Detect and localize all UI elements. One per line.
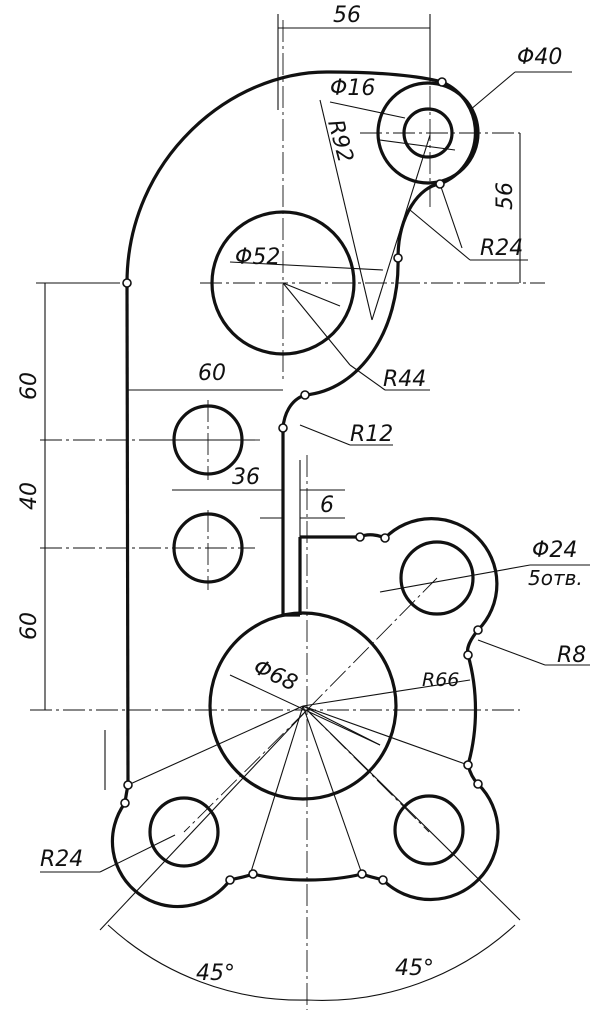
hole-phi40-outer xyxy=(376,81,480,185)
hole-phi52 xyxy=(210,210,356,356)
dim-phi68: Φ68 xyxy=(249,655,301,697)
dim-36: 36 xyxy=(232,465,260,490)
dim-40-left: 40 xyxy=(17,482,42,510)
dimension-lines xyxy=(36,14,590,1001)
dim-phi16: Φ16 xyxy=(330,76,375,101)
hole-phi24-bottom-left xyxy=(148,796,220,868)
dim-6: 6 xyxy=(320,493,334,518)
hole-phi16-inner xyxy=(402,107,454,159)
hole-small-lower xyxy=(172,512,244,584)
dimension-labels: 56 Φ40 Φ16 R92 56 R24 Φ52 60 60 R44 R12 … xyxy=(17,3,586,986)
dim-r66: R66 xyxy=(422,669,459,691)
dim-r44: R44 xyxy=(383,367,426,392)
dim-phi24: Φ24 xyxy=(532,538,577,563)
dim-r24-top: R24 xyxy=(480,236,523,261)
hole-phi24-bottom-right xyxy=(393,794,465,866)
hole-small-upper xyxy=(172,404,244,476)
center-lines xyxy=(30,20,545,1010)
dim-60-left-low: 60 xyxy=(17,612,42,640)
dim-r12: R12 xyxy=(350,422,393,447)
part-outline xyxy=(110,70,500,909)
holes xyxy=(148,81,480,868)
dim-r92: R92 xyxy=(322,117,357,165)
dim-phi40: Φ40 xyxy=(517,45,562,70)
dim-r24-bottom: R24 xyxy=(40,847,83,872)
dim-holes-count: 5отв. xyxy=(528,566,583,590)
tangent-points xyxy=(120,77,483,885)
dim-56-side: 56 xyxy=(493,182,518,210)
dim-60-left: 60 xyxy=(17,372,42,400)
dim-56-top: 56 xyxy=(333,3,361,28)
dim-r8: R8 xyxy=(557,643,586,668)
dim-phi52: Φ52 xyxy=(235,245,280,270)
dim-angle-left: 45° xyxy=(196,961,235,986)
dim-angle-right: 45° xyxy=(395,956,434,981)
hole-phi68 xyxy=(208,611,398,801)
dim-60-horizontal: 60 xyxy=(198,361,226,386)
hole-phi24-top-right xyxy=(399,540,475,616)
